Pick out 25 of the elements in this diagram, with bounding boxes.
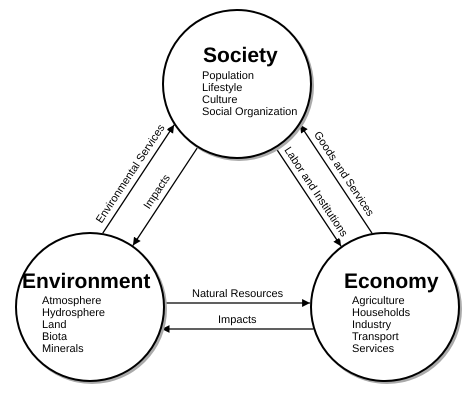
list-item: Lifestyle (202, 82, 242, 94)
node-title: Economy (344, 270, 439, 294)
list-item: Biota (42, 331, 68, 343)
arrow (162, 325, 314, 333)
list-item: Industry (352, 319, 392, 331)
list-item: Services (352, 343, 394, 355)
edge-label: Impacts (217, 314, 258, 326)
edge-label: Natural Resources (191, 288, 284, 300)
list-item: Minerals (42, 343, 84, 355)
list-item: Population (202, 70, 254, 82)
list-item: Transport (352, 331, 399, 343)
list-item: Land (42, 319, 66, 331)
list-item: Social Organization (202, 106, 298, 118)
arrow (275, 148, 342, 247)
arrow (164, 299, 310, 307)
node-title: Environment (22, 270, 150, 294)
node-title: Society (203, 44, 278, 68)
arrow (102, 124, 175, 234)
list-item: Agriculture (352, 295, 405, 307)
list-item: Atmosphere (42, 295, 102, 307)
list-item: Hydrosphere (42, 307, 105, 319)
arrow (299, 124, 373, 234)
list-item: Households (352, 307, 410, 319)
list-item: Culture (202, 94, 238, 106)
arrow (132, 147, 198, 246)
